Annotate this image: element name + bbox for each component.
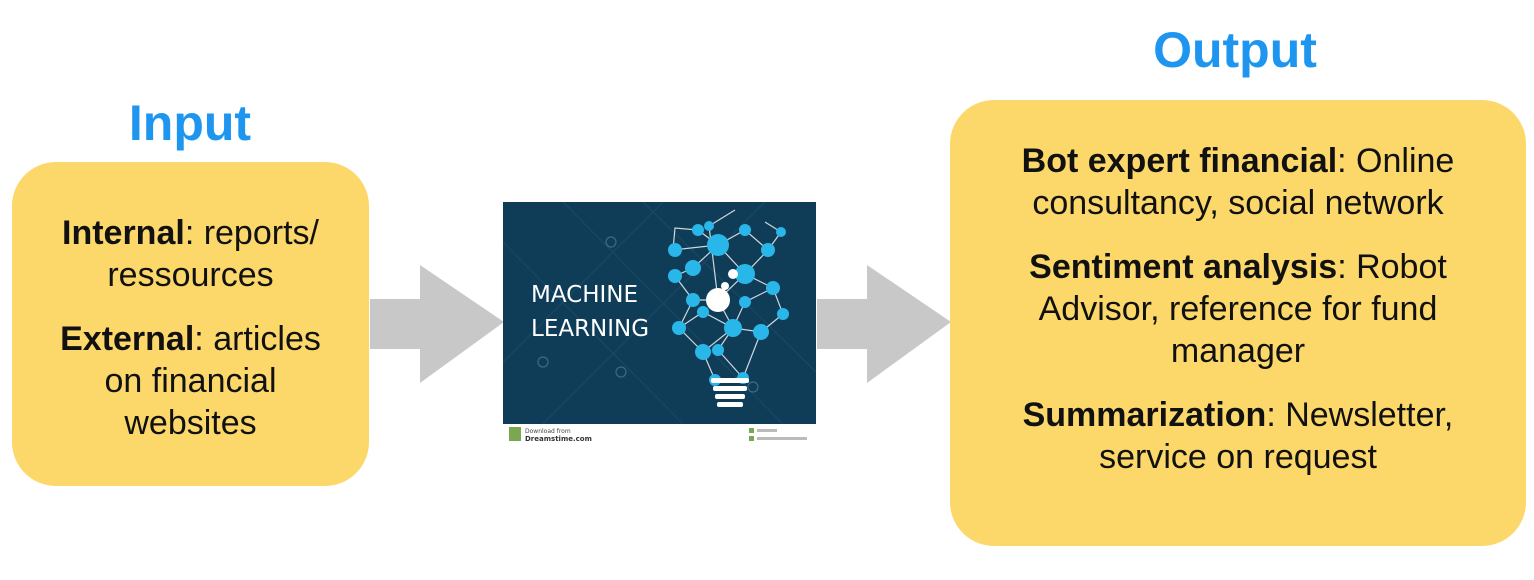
input-item-external: External: articles on financial websites — [12, 318, 369, 444]
download-line2: Dreamstime.com — [525, 435, 592, 443]
input-item-text: on financial — [104, 362, 277, 400]
input-item-text: : reports/ — [184, 214, 319, 252]
input-item-label: Internal — [62, 214, 185, 252]
output-item-label: Bot expert financial — [1021, 142, 1338, 180]
input-item-internal: Internal: reports/ ressources — [12, 212, 369, 296]
output-item-text: : Robot — [1337, 248, 1447, 286]
output-item-sentiment: Sentiment analysis: Robot Advisor, refer… — [950, 246, 1526, 372]
input-item-text: : articles — [194, 320, 321, 358]
arrow-right-icon — [370, 265, 504, 383]
input-item-text: websites — [124, 404, 257, 442]
input-heading: Input — [128, 95, 252, 151]
image-title-line2: LEARNING — [531, 316, 649, 342]
output-item-text: : Online — [1337, 142, 1455, 180]
output-item-text: manager — [1170, 332, 1306, 370]
output-item-label: Sentiment analysis — [1029, 248, 1338, 286]
output-item-bot-expert: Bot expert financial: Online consultancy… — [950, 140, 1526, 224]
image-title-line1: MACHINE — [531, 282, 638, 308]
input-box: Internal: reports/ ressources External: … — [12, 162, 369, 486]
output-item-text: consultancy, social network — [1032, 184, 1444, 222]
output-box: Bot expert financial: Online consultancy… — [950, 100, 1526, 546]
output-item-label: Summarization — [1022, 396, 1267, 434]
input-item-text: ressources — [107, 256, 274, 294]
machine-learning-image: MACHINE LEARNING Download from Dreamstim… — [503, 202, 816, 445]
output-item-text: Advisor, reference for fund — [1038, 290, 1438, 328]
output-item-text: service on request — [1099, 438, 1377, 476]
input-item-label: External — [60, 320, 195, 358]
arrow-right-icon — [817, 265, 951, 383]
output-item-text: : Newsletter, — [1266, 396, 1454, 434]
output-heading: Output — [1153, 22, 1317, 78]
download-line1: Download from — [525, 428, 571, 435]
output-item-summarization: Summarization: Newsletter, service on re… — [950, 394, 1526, 478]
